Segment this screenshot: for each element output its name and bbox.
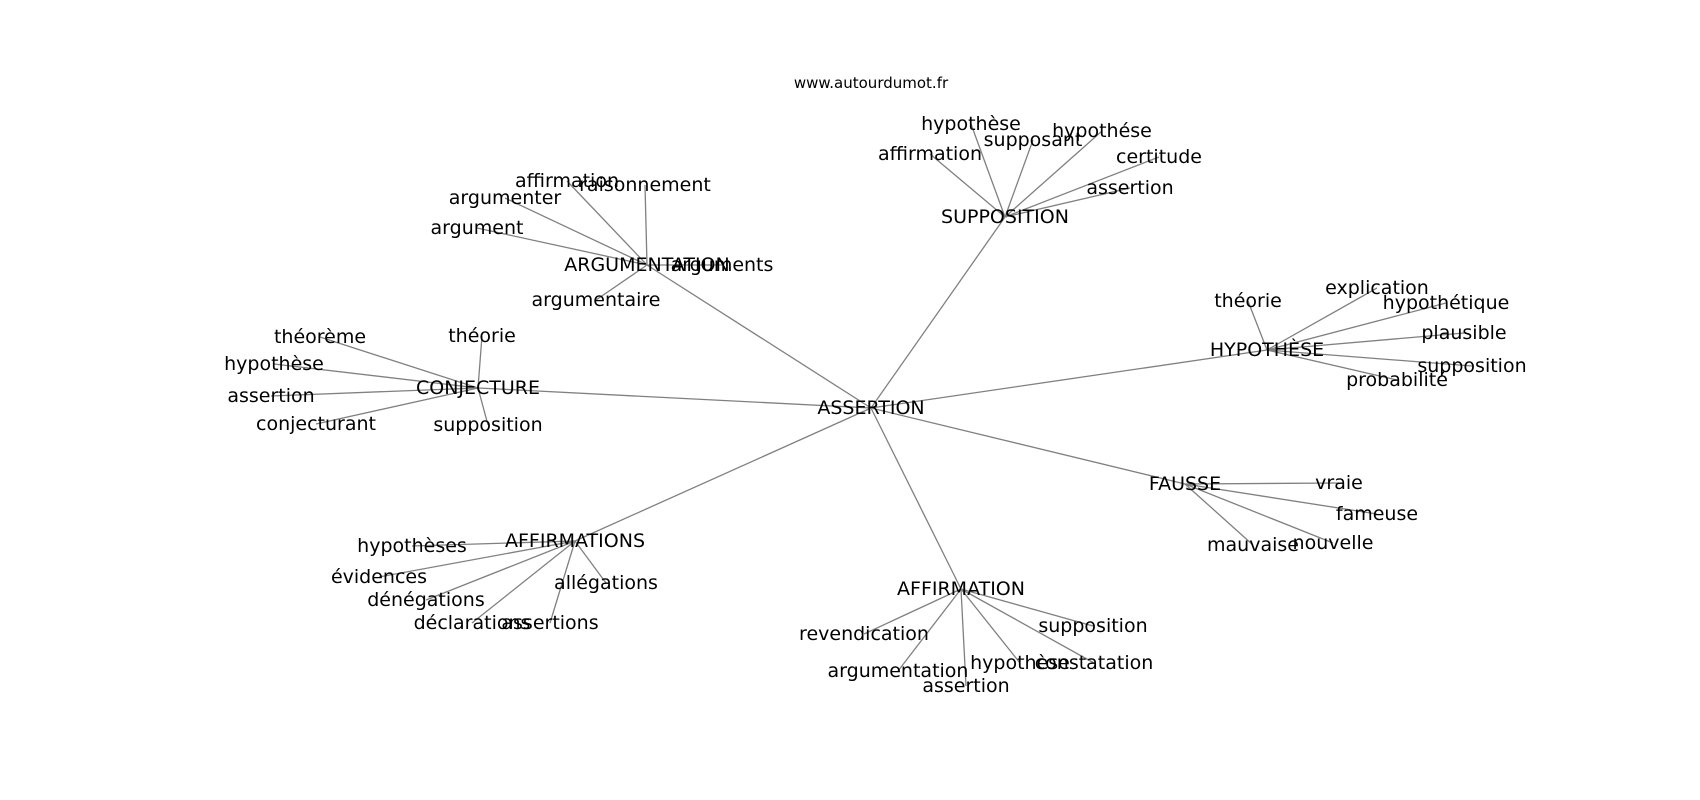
center-node: ASSERTION — [817, 397, 924, 419]
word-node-allegations: allégations — [554, 572, 658, 594]
edge-hypothese-plausible — [1266, 332, 1465, 351]
edge-fausse-nouvelle — [1184, 483, 1334, 544]
edge-affirmation-hypothese — [960, 588, 1021, 664]
edge-conjecture-conjecturant — [315, 387, 479, 425]
edge-conjecture-hypothese — [273, 363, 479, 389]
edge-conjecture-supposition — [477, 387, 489, 426]
word-node-assertion: assertion — [227, 385, 314, 407]
edge-conjecture-assertion — [270, 387, 479, 397]
edge-supposition-supposant — [1004, 139, 1034, 218]
cluster-node-argumentation: ARGUMENTATION — [564, 254, 729, 276]
edge-affirmation-supposition — [960, 588, 1094, 627]
word-node-argument: argument — [431, 217, 524, 239]
word-node-supposition: supposition — [1417, 355, 1526, 377]
labels: ASSERTIONSUPPOSITIONhypothèsesupposanthy… — [224, 113, 1527, 697]
word-node-probabilite: probabilité — [1346, 369, 1448, 391]
word-node-hypothese: hypothèse — [224, 353, 324, 375]
edge-center-supposition — [870, 216, 1006, 409]
word-node-fameuse: fameuse — [1336, 503, 1418, 525]
word-node-supposant: supposant — [984, 129, 1083, 151]
word-node-constatation: constatation — [1035, 652, 1154, 674]
edge-affirmation-constatation — [960, 588, 1095, 664]
word-node-argumentation: argumentation — [828, 660, 969, 682]
edge-hypothese-theorie — [1247, 300, 1268, 351]
cluster-node-conjecture: CONJECTURE — [416, 377, 540, 399]
edge-hypothese-supposition — [1266, 349, 1473, 367]
edge-hypothese-probabilite — [1266, 349, 1398, 381]
word-node-conjecturant: conjecturant — [256, 413, 376, 435]
edge-affirmation-assertion — [960, 588, 967, 687]
cluster-node-affirmations: AFFIRMATIONS — [505, 530, 645, 552]
edge-affirmations-evidences — [378, 540, 576, 578]
word-node-theoreme: théorème — [274, 326, 366, 348]
edge-center-conjecture — [477, 387, 872, 409]
word-node-mauvaise: mauvaise — [1207, 534, 1299, 556]
word-node-assertion: assertion — [922, 675, 1009, 697]
word-node-certitude: certitude — [1116, 146, 1202, 168]
edge-supposition-certitude — [1004, 156, 1160, 218]
edge-center-hypothese — [870, 349, 1268, 409]
word-node-hypothese: hypothèse — [921, 113, 1021, 135]
word-node-assertions: assertions — [501, 612, 598, 634]
edge-hypothese-hypothetique — [1266, 302, 1447, 351]
word-node-arguments: arguments — [671, 254, 774, 276]
edge-supposition-hypothese — [970, 123, 1006, 218]
edge-argumentation-raisonnement — [644, 184, 648, 266]
edges — [270, 123, 1473, 687]
cluster-node-hypothese: HYPOTHÈSE — [1210, 338, 1324, 361]
edge-center-fausse — [870, 407, 1186, 485]
edge-supposition-assertion — [1004, 187, 1131, 218]
word-node-explication: explication — [1325, 277, 1429, 299]
edge-conjecture-theoreme — [319, 336, 479, 389]
word-node-supposition: supposition — [1038, 615, 1147, 637]
edge-supposition-affirmation — [929, 153, 1006, 218]
word-node-hypothese: hypothèse — [970, 652, 1070, 674]
edge-hypothese-explication — [1266, 287, 1378, 351]
word-node-argumenter: argumenter — [449, 187, 562, 209]
source-url: www.autourdumot.fr — [794, 74, 949, 92]
word-node-theorie: théorie — [1214, 290, 1282, 312]
edge-argumentation-affirmation — [566, 180, 648, 266]
word-node-revendication: revendication — [799, 623, 929, 645]
word-node-raisonnement: raisonnement — [579, 174, 711, 196]
edge-affirmations-allegations — [574, 540, 607, 584]
edge-affirmation-argumentation — [897, 588, 962, 672]
edge-affirmations-denegations — [425, 540, 576, 601]
cluster-node-affirmation: AFFIRMATION — [897, 578, 1025, 600]
edge-conjecture-theorie — [477, 335, 483, 389]
edge-argumentation-argumenter — [504, 197, 648, 266]
edge-center-affirmation — [870, 407, 962, 590]
edge-affirmation-revendication — [863, 588, 962, 635]
edge-argumentation-argument — [476, 227, 648, 266]
edge-center-argumentation — [646, 264, 872, 409]
cluster-node-fausse: FAUSSE — [1149, 473, 1221, 495]
edge-center-affirmations — [574, 407, 872, 542]
word-node-assertion: assertion — [1086, 177, 1173, 199]
edge-affirmations-declarations — [471, 540, 576, 624]
word-node-plausible: plausible — [1421, 322, 1506, 344]
word-node-affirmation: affirmation — [515, 170, 619, 192]
edge-supposition-hypothese — [1004, 130, 1103, 218]
edge-argumentation-argumentaire — [595, 264, 648, 301]
word-node-argumentaire: argumentaire — [532, 289, 661, 311]
word-node-supposition: supposition — [433, 414, 542, 436]
word-node-vraie: vraie — [1315, 472, 1363, 494]
word-node-hypothese: hypothése — [1052, 120, 1152, 142]
edge-fausse-fameuse — [1184, 483, 1378, 515]
word-node-theorie: théorie — [448, 325, 516, 347]
word-node-affirmation: affirmation — [878, 143, 982, 165]
word-node-hypothetique: hypothétique — [1383, 292, 1510, 314]
word-node-nouvelle: nouvelle — [1293, 532, 1374, 554]
edge-fausse-vraie — [1184, 482, 1340, 485]
word-node-declarations: déclarations — [414, 612, 531, 634]
word-node-denegations: dénégations — [367, 589, 484, 611]
word-node-hypotheses: hypothèses — [357, 535, 467, 557]
word-node-evidences: évidences — [331, 566, 427, 588]
edge-affirmations-hypotheses — [411, 540, 576, 547]
edge-affirmations-assertions — [549, 540, 576, 624]
cluster-node-supposition: SUPPOSITION — [941, 206, 1069, 228]
edge-fausse-mauvaise — [1184, 483, 1254, 546]
